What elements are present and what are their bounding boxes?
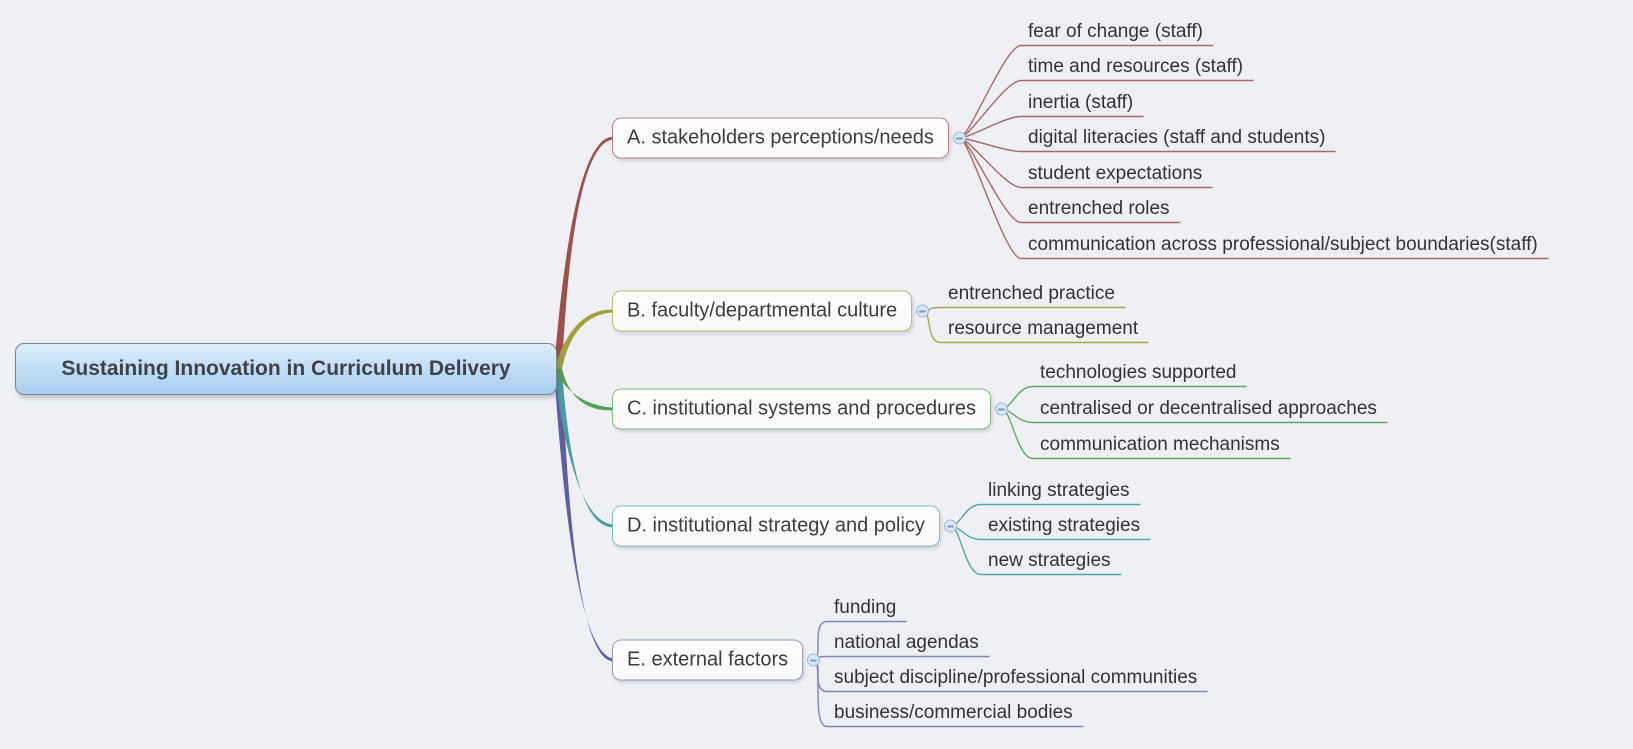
collapse-button-D[interactable] bbox=[943, 519, 957, 533]
branch-D: D. institutional strategy and policy bbox=[612, 505, 957, 547]
topic-E[interactable]: E. external factors bbox=[612, 639, 804, 681]
subtopic[interactable]: inertia (staff) bbox=[1028, 92, 1134, 113]
subtopic[interactable]: communication mechanisms bbox=[1040, 434, 1280, 455]
minus-icon bbox=[998, 408, 1006, 410]
subtopic[interactable]: entrenched roles bbox=[1028, 198, 1170, 219]
subtopic[interactable]: communication across professional/subjec… bbox=[1028, 234, 1538, 255]
topic-D[interactable]: D. institutional strategy and policy bbox=[612, 505, 940, 547]
subtopic[interactable]: student expectations bbox=[1028, 163, 1203, 184]
minus-icon bbox=[919, 310, 927, 312]
trunk-C bbox=[554, 369, 614, 411]
child-connector-A bbox=[958, 137, 1549, 260]
topic-C[interactable]: C. institutional systems and procedures bbox=[612, 388, 992, 430]
minus-icon bbox=[955, 137, 963, 139]
subtopic[interactable]: new strategies bbox=[988, 550, 1111, 571]
central-topic-label: Sustaining Innovation in Curriculum Deli… bbox=[61, 357, 511, 380]
child-connector-E bbox=[812, 655, 990, 661]
subtopic[interactable]: fear of change (staff) bbox=[1028, 21, 1203, 42]
branch-C: C. institutional systems and procedures bbox=[612, 388, 1009, 430]
trunk-B bbox=[554, 309, 614, 369]
subtopic[interactable]: technologies supported bbox=[1040, 362, 1237, 383]
topic-B[interactable]: B. faculty/departmental culture bbox=[612, 290, 913, 332]
subtopic[interactable]: digital literacies (staff and students) bbox=[1028, 127, 1326, 148]
subtopic[interactable]: funding bbox=[834, 597, 897, 618]
trunk-A bbox=[554, 136, 614, 369]
subtopic[interactable]: centralised or decentralised approaches bbox=[1040, 398, 1377, 419]
subtopic[interactable]: linking strategies bbox=[988, 480, 1130, 501]
subtopic[interactable]: business/commercial bodies bbox=[834, 702, 1073, 723]
subtopic[interactable]: existing strategies bbox=[988, 515, 1141, 536]
child-connector-B bbox=[921, 306, 1126, 312]
minus-icon bbox=[810, 659, 818, 661]
collapse-button-B[interactable] bbox=[916, 304, 930, 318]
topic-A[interactable]: A. stakeholders perceptions/needs bbox=[612, 117, 949, 159]
branch-E: E. external factors bbox=[612, 639, 821, 681]
subtopic[interactable]: time and resources (staff) bbox=[1028, 56, 1244, 77]
subtopic[interactable]: entrenched practice bbox=[948, 283, 1115, 304]
subtopic[interactable]: national agendas bbox=[834, 632, 979, 653]
trunk-D bbox=[554, 369, 614, 528]
branch-A: A. stakeholders perceptions/needs bbox=[612, 117, 966, 159]
central-topic[interactable]: Sustaining Innovation in Curriculum Deli… bbox=[15, 343, 557, 395]
subtopic[interactable]: resource management bbox=[948, 318, 1139, 339]
branch-B: B. faculty/departmental culture bbox=[612, 290, 930, 332]
collapse-button-A[interactable] bbox=[952, 131, 966, 145]
minus-icon bbox=[946, 525, 954, 527]
collapse-button-C[interactable] bbox=[995, 402, 1009, 416]
subtopic[interactable]: subject discipline/professional communit… bbox=[834, 667, 1198, 688]
collapse-button-E[interactable] bbox=[807, 653, 821, 667]
